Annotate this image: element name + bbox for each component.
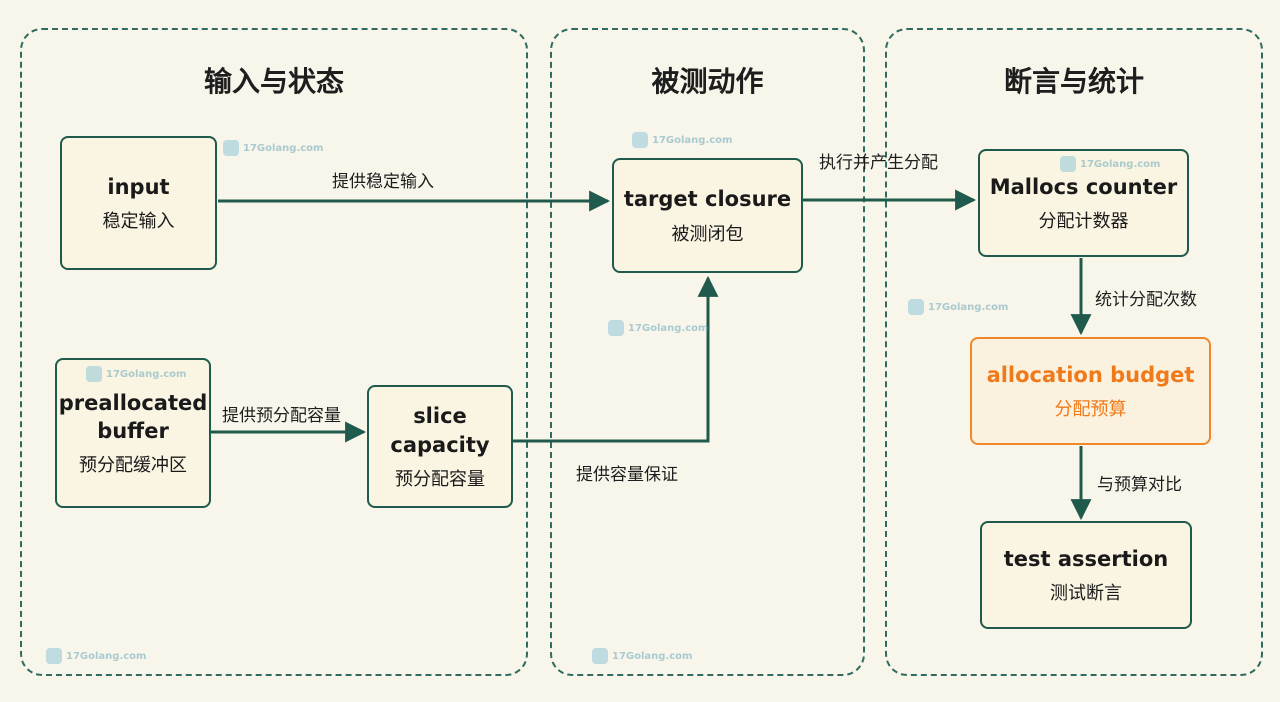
lane-title: 断言与统计: [1003, 65, 1144, 98]
lane-action: 被测动作: [550, 28, 865, 676]
watermark: 17Golang.com: [632, 132, 732, 148]
watermark: 17Golang.com: [86, 366, 186, 382]
node-title: preallocated buffer: [58, 390, 208, 443]
edge-label-mallocs-budget: 统计分配次数: [1095, 290, 1197, 310]
node-subtitle: 分配预算: [1054, 399, 1127, 421]
watermark-logo-icon: [86, 366, 102, 382]
node-title: slice capacity: [390, 404, 490, 457]
node-title: allocation budget: [986, 362, 1195, 387]
watermark: 17Golang.com: [1060, 156, 1160, 172]
watermark-logo-icon: [1060, 156, 1076, 172]
lane-assert-stats: 断言与统计: [885, 28, 1263, 676]
node-title: Mallocs counter: [989, 174, 1178, 199]
node-title: test assertion: [1003, 546, 1169, 571]
watermark-logo-icon: [608, 320, 624, 336]
edge-label-input-closure: 提供稳定输入: [332, 172, 434, 192]
watermark-logo-icon: [632, 132, 648, 148]
watermark: 17Golang.com: [223, 140, 323, 156]
node-mallocs-counter: Mallocs counter 分配计数器: [978, 149, 1189, 257]
node-slice-capacity: slice capacity 预分配容量: [367, 385, 513, 508]
edge-label-slice-closure: 提供容量保证: [576, 465, 678, 485]
watermark: 17Golang.com: [46, 648, 146, 664]
node-subtitle: 测试断言: [1050, 583, 1122, 605]
watermark-logo-icon: [908, 299, 924, 315]
node-subtitle: 分配计数器: [1038, 211, 1129, 233]
watermark: 17Golang.com: [592, 648, 692, 664]
lane-title: 被测动作: [651, 65, 764, 98]
watermark-logo-icon: [223, 140, 239, 156]
node-title: input: [107, 174, 170, 199]
node-allocation-budget: allocation budget 分配预算: [970, 337, 1211, 445]
node-subtitle: 被测闭包: [671, 223, 744, 245]
edge-slice-closure: [513, 275, 719, 443]
edge-label-closure-mallocs: 执行并产生分配: [819, 153, 938, 173]
watermark-logo-icon: [46, 648, 62, 664]
node-title: target closure: [623, 187, 792, 212]
edge-label-prealloc-slice: 提供预分配容量: [222, 406, 341, 426]
node-subtitle: 稳定输入: [102, 211, 175, 233]
node-target-closure: target closure 被测闭包: [612, 158, 803, 273]
edge-label-budget-assertion: 与预算对比: [1097, 475, 1182, 495]
watermark: 17Golang.com: [608, 320, 708, 336]
watermark: 17Golang.com: [908, 299, 1008, 315]
lane-title: 输入与状态: [203, 65, 344, 98]
node-preallocated-buffer: preallocated buffer 预分配缓冲区: [55, 358, 211, 508]
node-input: input 稳定输入: [60, 136, 217, 270]
node-subtitle: 预分配容量: [395, 468, 485, 490]
watermark-logo-icon: [592, 648, 608, 664]
node-subtitle: 预分配缓冲区: [79, 455, 187, 477]
lane-input-state: 输入与状态: [20, 28, 528, 676]
node-test-assertion: test assertion 测试断言: [980, 521, 1192, 629]
